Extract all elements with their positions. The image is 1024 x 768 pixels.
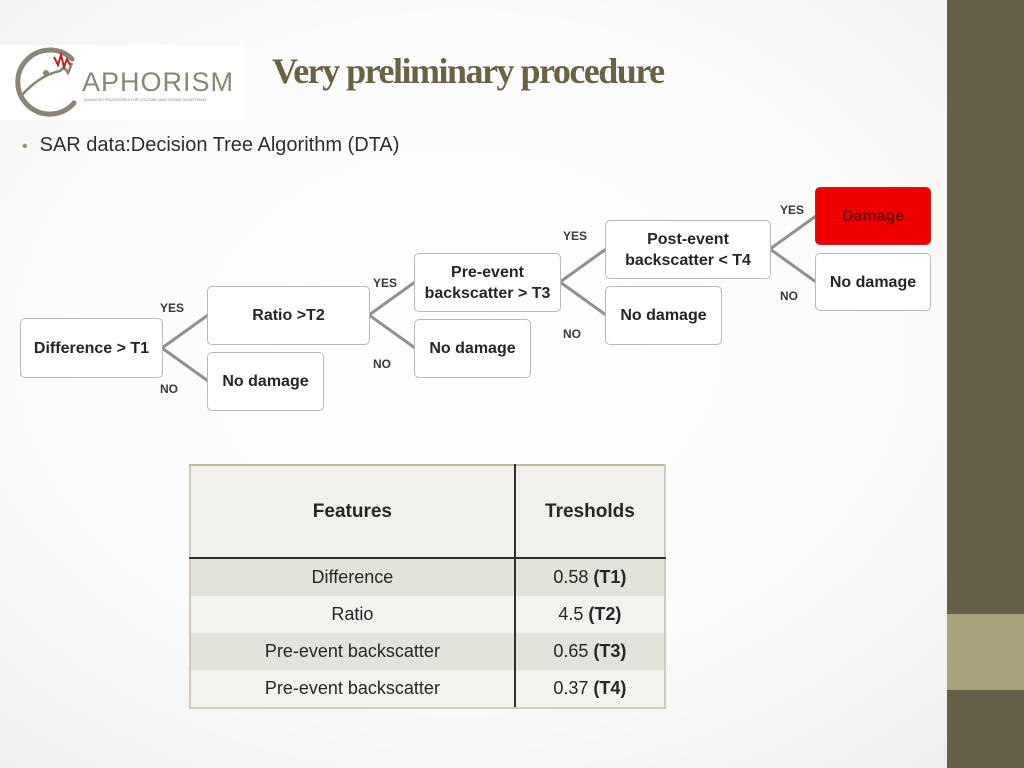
table-row: Ratio 4.5 (T2): [189, 596, 667, 633]
feature-cell: Pre-event backscatter: [189, 633, 516, 670]
edge-label-no-3: NO: [563, 327, 581, 341]
node-no-damage-2: No damage: [414, 319, 531, 378]
node-no-damage-3: No damage: [605, 286, 722, 345]
edge-no-3: [558, 280, 608, 317]
edge-label-yes-1: YES: [160, 301, 185, 315]
edge-yes-2: [367, 280, 417, 317]
edge-no-4: [768, 247, 818, 284]
edge-no-1: [160, 346, 210, 383]
node-no-damage-4: No damage: [815, 253, 931, 311]
edge-yes-4: [768, 214, 818, 251]
bullet-item: • SAR data:Decision Tree Algorithm (DTA): [22, 134, 399, 157]
threshold-cell: 0.65 (T3): [514, 633, 667, 670]
edge-no-2: [367, 313, 417, 350]
edge-label-yes-3: YES: [563, 229, 588, 243]
tree-connectors: [160, 214, 818, 383]
node-no-damage-1: No damage: [207, 352, 324, 411]
right-decor-accent: [947, 614, 1024, 690]
bullet-text: SAR data:Decision Tree Algorithm (DTA): [39, 134, 400, 156]
header-features: Features: [189, 464, 516, 559]
logo-graphic: APHORISM ADVANCED PROCEDURES FOR VOLCANI…: [15, 47, 234, 117]
table-row: Pre-event backscatter 0.65 (T3): [189, 633, 667, 670]
node-ratio: Ratio >T2: [207, 286, 370, 345]
table-row: Difference 0.58 (T1): [189, 558, 667, 596]
node-difference: Difference > T1: [20, 318, 163, 378]
table-row: Pre-event backscatter 0.37 (T4): [189, 670, 667, 709]
node-damage: Damage: [815, 187, 931, 245]
right-decor-bar: [947, 0, 1024, 768]
threshold-cell: 0.58 (T1): [514, 558, 667, 596]
feature-cell: Difference: [189, 558, 516, 596]
thresholds-table: Features Tresholds Difference 0.58 (T1) …: [189, 464, 667, 709]
edge-label-no-2: NO: [373, 357, 391, 371]
threshold-cell: 0.37 (T4): [514, 670, 667, 709]
feature-cell: Pre-event backscatter: [189, 670, 516, 709]
logo-tagline: ADVANCED PROCEDURES FOR VOLCANIC AND SEI…: [84, 98, 207, 102]
edge-yes-3: [558, 247, 608, 284]
aphorism-logo: APHORISM ADVANCED PROCEDURES FOR VOLCANI…: [0, 45, 244, 120]
logo-text: APHORISM: [82, 67, 234, 97]
feature-cell: Ratio: [189, 596, 516, 633]
edge-label-yes-2: YES: [373, 276, 398, 290]
page-title: Very preliminary procedure: [272, 51, 665, 91]
header-thresholds: Tresholds: [514, 464, 667, 559]
edge-label-yes-4: YES: [780, 203, 805, 217]
threshold-cell: 4.5 (T2): [514, 596, 667, 633]
edge-label-no-4: NO: [780, 289, 798, 303]
table-header-row: Features Tresholds: [189, 464, 667, 559]
edge-yes-1: [160, 313, 210, 350]
edge-label-no-1: NO: [160, 382, 178, 396]
node-pre-event: Pre-event backscatter > T3: [414, 253, 561, 312]
node-post-event: Post-event backscatter < T4: [605, 220, 771, 279]
bullet-dot: •: [22, 138, 28, 155]
